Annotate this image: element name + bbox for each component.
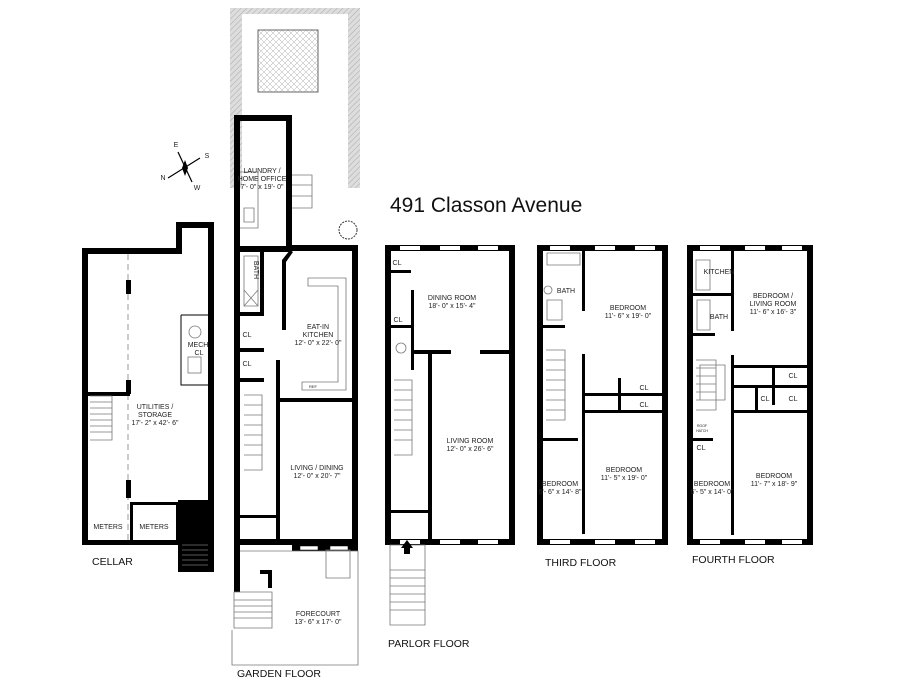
entry-arrow-icon	[401, 540, 413, 554]
room-fourth-bed1-name: BEDROOM	[694, 481, 730, 488]
room-laundry-name2: HOME OFFICE	[238, 176, 287, 183]
floor-label-cellar: CELLAR	[92, 556, 133, 568]
room-meters-right: METERS	[139, 524, 169, 531]
room-fourth-bed1-dims: 6'- 5" x 14'- 0"	[690, 489, 734, 496]
room-third-bath: BATH	[557, 288, 575, 295]
fourth-floor-plan: KITCHEN BATH BEDROOM / LIVING ROOM 11'- …	[687, 245, 813, 566]
room-dining-dims: 18'- 0" x 15'- 4"	[429, 303, 476, 310]
room-fourth-bath: BATH	[710, 314, 728, 321]
garden-floor-plan: LAUNDRY / HOME OFFICE 7'- 0" x 19'- 0" B…	[230, 8, 360, 680]
room-parlor-cl2: CL	[394, 317, 403, 324]
floor-label-third: THIRD FLOOR	[545, 557, 617, 569]
room-fourth-bed2-dims: 11'- 7" x 18'- 9"	[751, 481, 798, 488]
compass-rose-icon: E S N W	[160, 142, 209, 192]
room-third-bed2-dims: 11'- 5" x 19'- 0"	[601, 475, 648, 482]
compass-n: N	[160, 175, 165, 182]
room-third-bed1-dims: 11'- 6" x 19'- 0"	[605, 313, 652, 320]
room-forecourt-name: FORECOURT	[296, 611, 341, 618]
room-living-dining-dims: 12'- 0" x 20'- 7"	[294, 473, 341, 480]
floor-label-garden: GARDEN FLOOR	[237, 668, 321, 680]
room-fourth-kitchen: KITCHEN	[704, 269, 735, 276]
room-third-bed3-dims: 6'- 6" x 14'- 8"	[538, 489, 582, 496]
parlor-floor-plan: CL CL DINING ROOM 18'- 0" x 15'- 4" LIVI…	[385, 245, 515, 650]
room-dining-name: DINING ROOM	[428, 295, 476, 302]
room-fourth-cl2: CL	[761, 396, 770, 403]
room-kitchen-dims: 12'- 0" x 22'- 0"	[295, 340, 342, 347]
room-utilities-name1: UTILITIES /	[137, 404, 174, 411]
room-third-cl2: CL	[640, 402, 649, 409]
room-parlor-living-name: LIVING ROOM	[447, 438, 494, 445]
room-fourth-cl4: CL	[697, 445, 706, 452]
room-utilities-dims: 17'- 2" x 42'- 6"	[132, 420, 179, 427]
room-fourth-cl3: CL	[789, 396, 798, 403]
room-mech-name1: MECH	[188, 342, 209, 349]
room-parlor-cl1: CL	[393, 260, 402, 267]
room-bedliving-name1: BEDROOM /	[753, 293, 793, 300]
third-floor-plan: BATH BEDROOM 11'- 6" x 19'- 0" CL CL BED…	[537, 245, 668, 569]
room-third-bed1-name: BEDROOM	[610, 305, 646, 312]
room-garden-cl1: CL	[243, 332, 252, 339]
room-garden-cl2: CL	[243, 361, 252, 368]
floor-label-parlor: PARLOR FLOOR	[388, 638, 470, 650]
room-meters-left: METERS	[93, 524, 123, 531]
room-laundry-name1: LAUNDRY /	[243, 168, 280, 175]
room-third-bed3-name: BEDROOM	[542, 481, 578, 488]
room-utilities-name2: STORAGE	[138, 412, 172, 419]
refrigerator-label: REF	[309, 384, 318, 389]
room-parlor-living-dims: 12'- 0" x 26'- 6"	[447, 446, 494, 453]
room-living-dining-name: LIVING / DINING	[290, 465, 343, 472]
room-mech-name2: CL	[195, 350, 204, 357]
room-third-cl1: CL	[640, 385, 649, 392]
roof-hatch-line1: ROOF	[697, 424, 707, 428]
compass-s: S	[205, 153, 210, 160]
room-fourth-bed2-name: BEDROOM	[756, 473, 792, 480]
room-fourth-cl1: CL	[789, 373, 798, 380]
room-garden-bath: BATH	[252, 261, 259, 279]
cellar-plan: UTILITIES / STORAGE 17'- 2" x 42'- 6" ME…	[82, 222, 214, 572]
compass-w: W	[194, 185, 201, 192]
roof-hatch-line2: HATCH	[696, 429, 708, 433]
room-third-bed2-name: BEDROOM	[606, 467, 642, 474]
plan-title: 491 Classon Avenue	[390, 194, 582, 217]
room-forecourt-dims: 13'- 6" x 17'- 0"	[295, 619, 342, 626]
room-kitchen-name1: EAT-IN	[307, 324, 329, 331]
room-kitchen-name2: KITCHEN	[303, 332, 334, 339]
room-laundry-dims: 7'- 0" x 19'- 0"	[240, 184, 284, 191]
room-bedliving-name2: LIVING ROOM	[750, 301, 797, 308]
floor-label-fourth: FOURTH FLOOR	[692, 554, 775, 566]
compass-e: E	[174, 142, 179, 149]
room-bedliving-dims: 11'- 6" x 16'- 3"	[750, 309, 797, 316]
